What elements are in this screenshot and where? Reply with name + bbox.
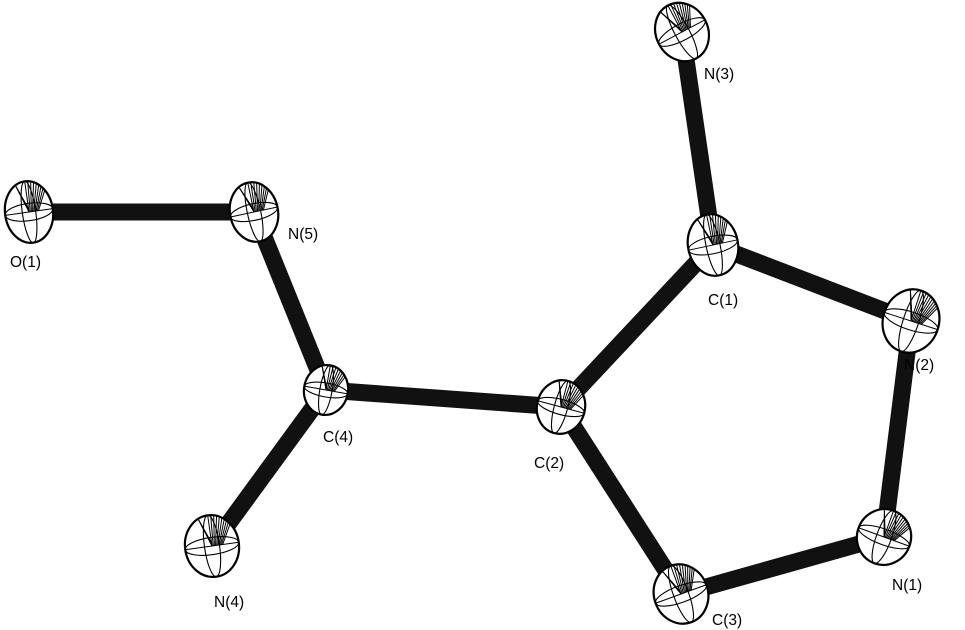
bond-c4-n4: [205, 384, 333, 552]
atom-c2-ellipsoid: [535, 378, 592, 435]
atom-n4-ellipsoid: [183, 511, 241, 579]
atom-label-c3: C(3): [712, 612, 742, 629]
bond-n5-c4: [246, 208, 334, 394]
atom-label-n2: N(2): [904, 357, 934, 374]
bond-c4-c2: [325, 381, 562, 416]
atom-label-n3: N(3): [704, 66, 734, 83]
atom-label-c1: C(1): [708, 292, 738, 309]
atom-label-o1: O(1): [10, 254, 41, 271]
atom-label-n5: N(5): [288, 226, 318, 243]
atom-label-n1: N(1): [892, 577, 922, 594]
atom-label-n4: N(4): [214, 594, 244, 611]
atom-n1-ellipsoid: [855, 507, 919, 566]
atom-n5-ellipsoid: [228, 177, 280, 243]
bond-c2-c1: [554, 239, 720, 413]
bond-n2-n1: [875, 319, 920, 539]
bond-c3-c2: [553, 402, 689, 599]
atom-n2-ellipsoid: [881, 287, 947, 354]
atom-label-c2: C(2): [534, 455, 564, 472]
atom-c4-ellipsoid: [302, 363, 352, 417]
atom-n3-ellipsoid: [653, 0, 711, 63]
bond-layer: [29, 30, 920, 603]
label-layer: O(1) N(5) C(4) N(4) C(2) C(1) N(3) N(2) N(1) C(3): [10, 66, 934, 629]
atom-label-c4: C(4): [323, 429, 353, 446]
bond-c1-n3: [673, 30, 722, 247]
bond-n1-c3: [678, 528, 887, 603]
bond-c1-n2: [709, 237, 915, 329]
atom-o1-ellipsoid: [3, 177, 55, 244]
atom-c3-ellipsoid: [652, 556, 710, 625]
